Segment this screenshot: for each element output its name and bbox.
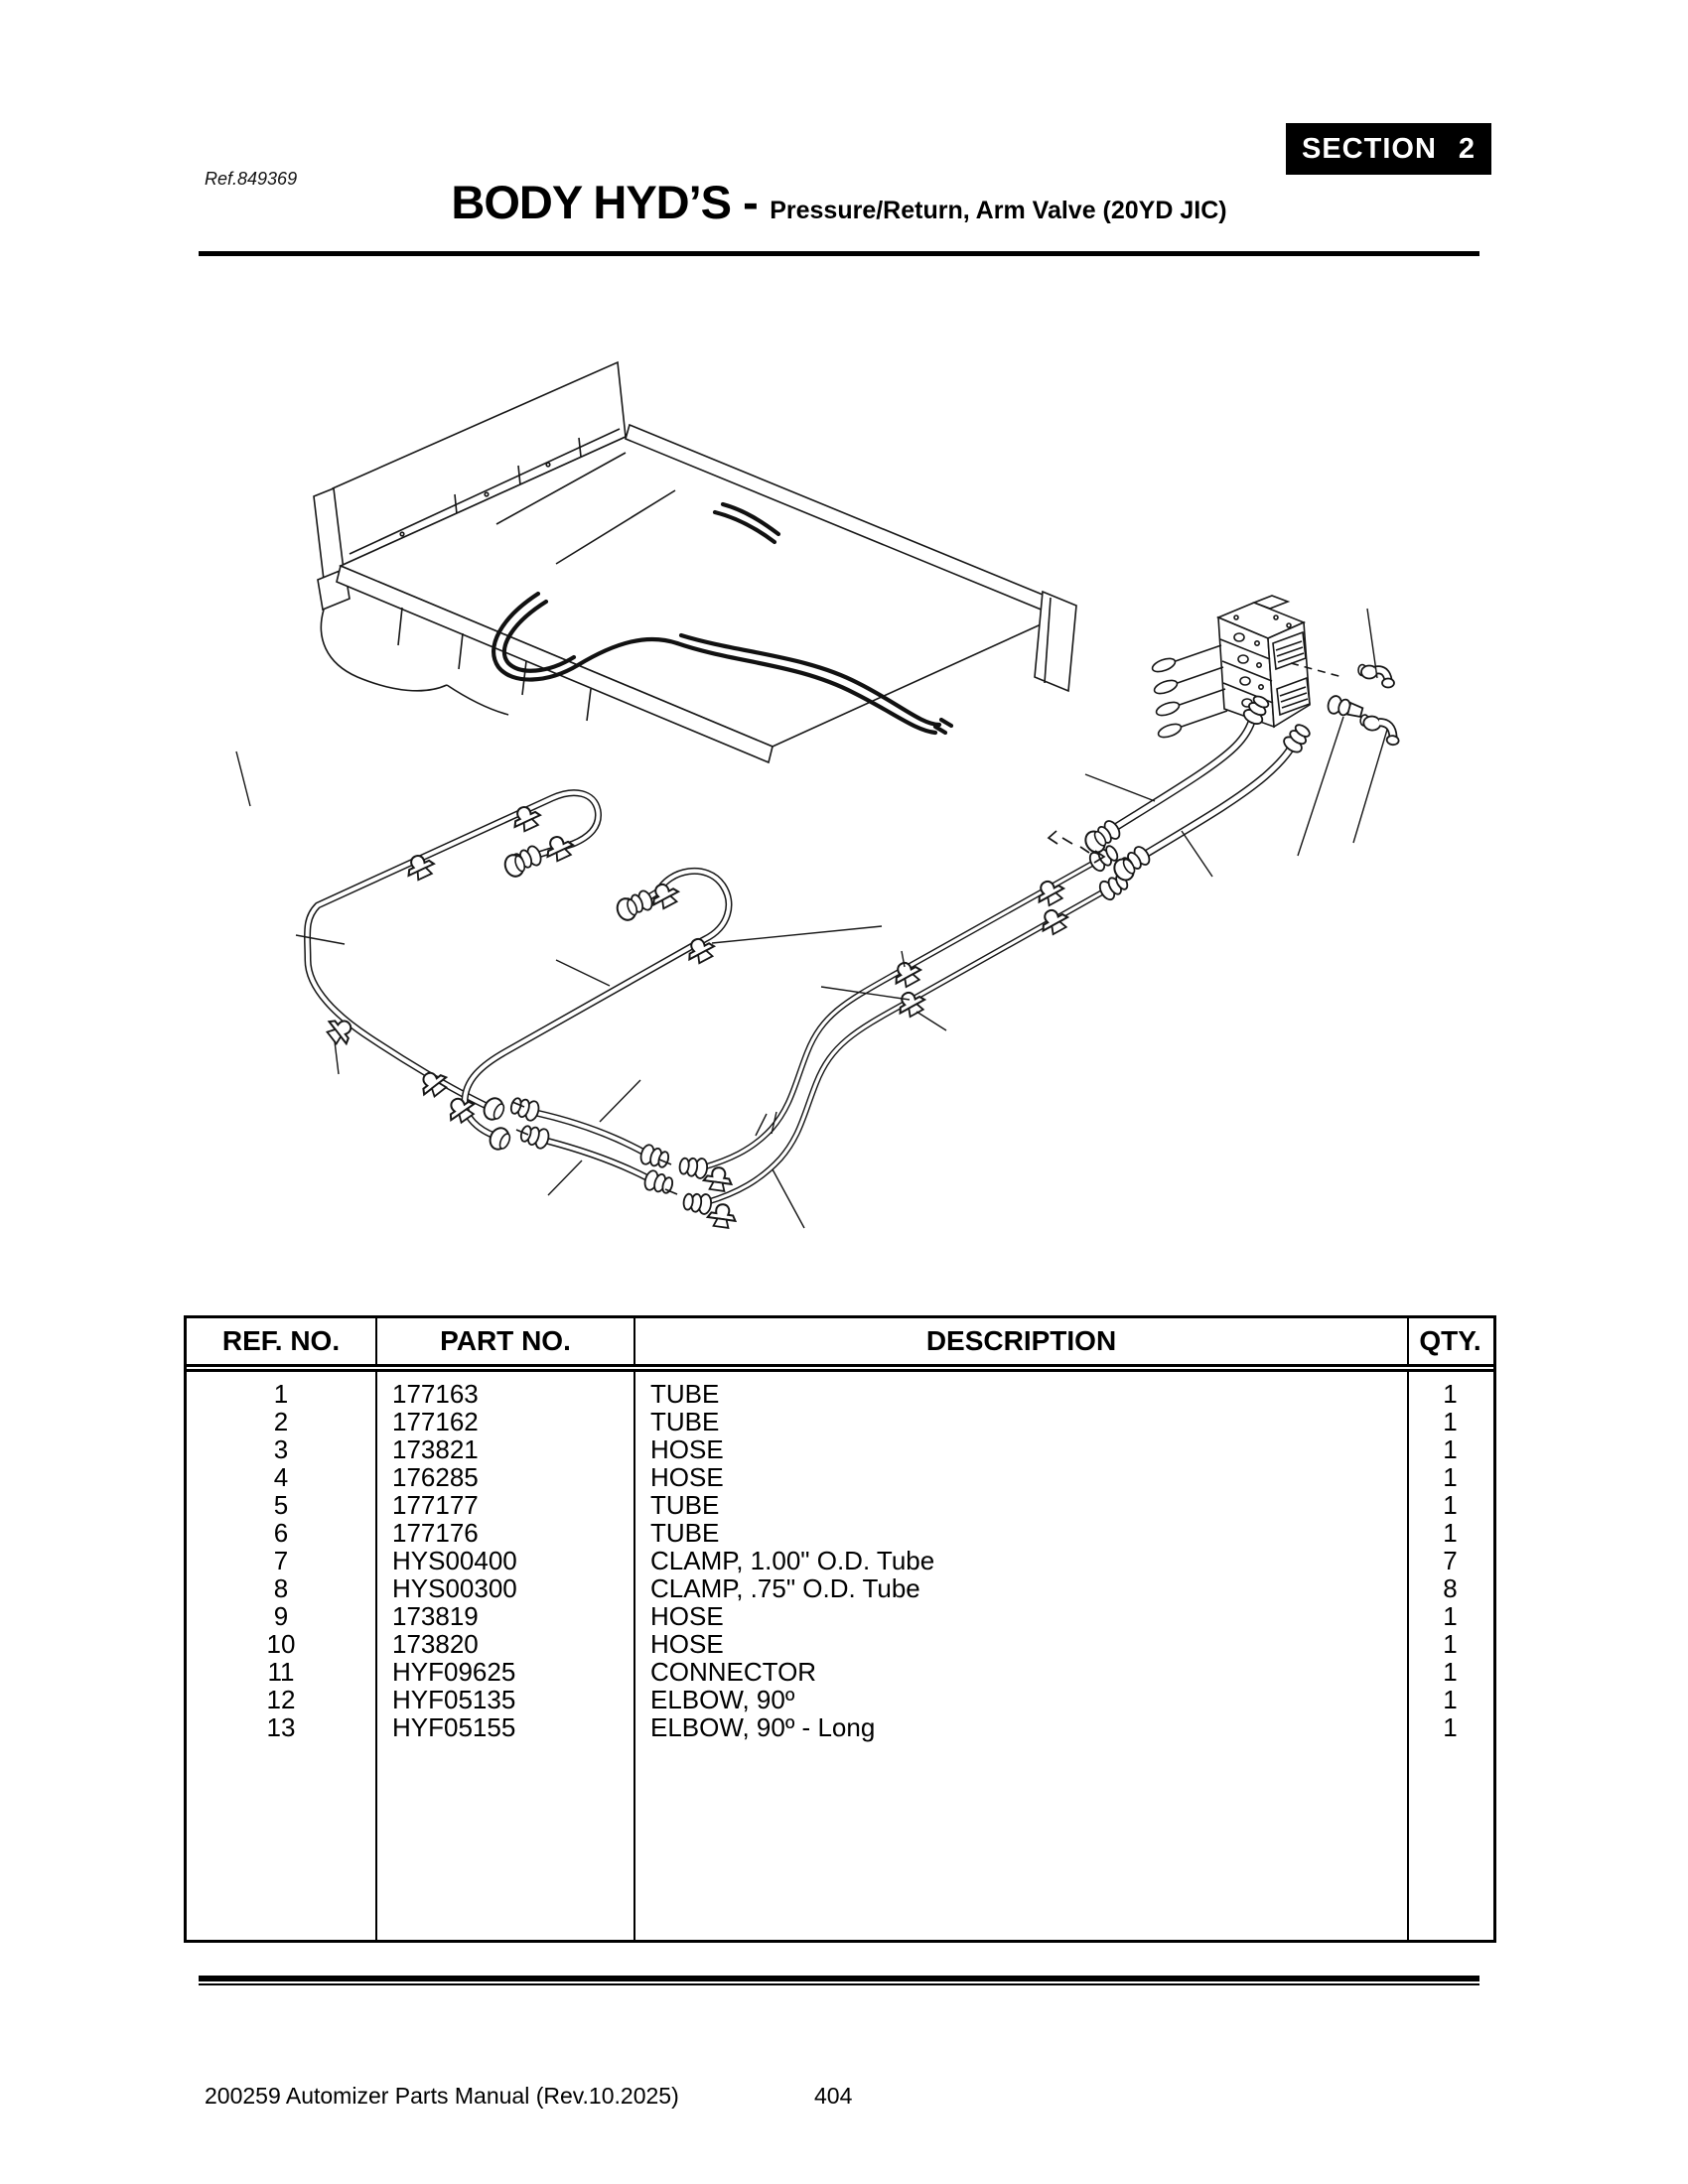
page-title: BODY HYD’S - Pressure/Return, Arm Valve … — [199, 175, 1479, 229]
part-cell: 173819 — [392, 1601, 479, 1631]
part-cell: 1 — [1443, 1629, 1458, 1659]
part-cell: 7 — [273, 1546, 289, 1575]
footer-rule — [199, 1976, 1479, 1985]
part-cell: ELBOW, 90º — [650, 1685, 795, 1714]
connector-fitting — [1327, 695, 1364, 719]
hose-pair-valve — [1104, 713, 1297, 863]
part-cell: 176285 — [392, 1462, 479, 1492]
part-cell: 1 — [1443, 1601, 1458, 1631]
part-cell: HOSE — [650, 1462, 724, 1492]
part-cell: 1 — [1443, 1462, 1458, 1492]
tube-pair-long — [700, 861, 1105, 1205]
parts-diagram-svg — [235, 360, 1400, 1230]
column-header-qty: QTY. — [1419, 1325, 1481, 1356]
part-cell: 5 — [273, 1490, 289, 1520]
leader-lines — [235, 608, 1388, 1229]
part-cell: 1 — [1443, 1685, 1458, 1714]
part-cell: 173820 — [392, 1629, 479, 1659]
part-cell: 8 — [273, 1573, 289, 1603]
body-hose-bundle — [492, 501, 954, 736]
part-cell: 3 — [273, 1434, 289, 1464]
part-cell: 177176 — [392, 1518, 479, 1548]
part-cell: TUBE — [650, 1518, 720, 1548]
part-cell: 1 — [1443, 1434, 1458, 1464]
column-header-ref-no: REF. NO. — [187, 1318, 377, 1364]
elbow-long-fitting — [1359, 714, 1400, 747]
truck-body-illustration — [313, 360, 1077, 764]
part-cell: HYS00400 — [392, 1546, 517, 1575]
part-cell: 8 — [1443, 1573, 1458, 1603]
part-cell: TUBE — [650, 1407, 720, 1436]
part-cell: HYF05135 — [392, 1685, 516, 1714]
part-cell: 9 — [273, 1601, 289, 1631]
elbow-fitting — [1357, 663, 1395, 689]
reference-number: Ref.849369 — [205, 169, 298, 189]
part-cell: CONNECTOR — [650, 1657, 817, 1687]
part-cell: HOSE — [650, 1629, 724, 1659]
part-cell: 1 — [1443, 1657, 1458, 1687]
part-cell: 1 — [1443, 1490, 1458, 1520]
part-cell: 177177 — [392, 1490, 479, 1520]
part-cell: 10 — [266, 1629, 296, 1659]
part-cell: HYF09625 — [392, 1657, 516, 1687]
part-cell: 11 — [267, 1657, 295, 1687]
section-badge-number: 2 — [1458, 132, 1476, 165]
tube-assembly-left — [303, 789, 602, 1111]
part-cell: 1 — [273, 1379, 289, 1409]
part-cell: 1 — [1443, 1712, 1458, 1742]
column-header-part-no: PART NO. — [377, 1318, 635, 1364]
tube-assembly-crook — [461, 867, 733, 1140]
part-cell: 6 — [273, 1518, 289, 1548]
part-cell: TUBE — [650, 1490, 720, 1520]
part-cell: 177163 — [392, 1379, 479, 1409]
page-title-sub: Pressure/Return, Arm Valve (20YD JIC) — [770, 197, 1227, 224]
alignment-marks — [511, 830, 1106, 1195]
part-cell: 177162 — [392, 1407, 479, 1436]
part-cell: 1 — [1443, 1407, 1458, 1436]
valve-levers — [1151, 644, 1228, 739]
part-cell: 7 — [1443, 1546, 1458, 1575]
part-cell: HOSE — [650, 1434, 724, 1464]
title-rule — [199, 251, 1479, 256]
footer-page-number: 404 — [814, 2083, 853, 2109]
part-cell: TUBE — [650, 1379, 720, 1409]
part-cell: ELBOW, 90º - Long — [650, 1712, 876, 1742]
part-cell: HYF05155 — [392, 1712, 516, 1742]
parts-table-header: REF. NO. PART NO. DESCRIPTION QTY. — [187, 1318, 1493, 1372]
part-cell: HYS00300 — [392, 1573, 517, 1603]
part-cell: 173821 — [392, 1434, 479, 1464]
part-cell: 4 — [273, 1462, 289, 1492]
parts-diagram — [199, 268, 1489, 1291]
section-badge-word: SECTION — [1302, 132, 1437, 165]
hose-pair-detached — [532, 1109, 652, 1182]
part-cell: 1 — [1443, 1518, 1458, 1548]
part-cell: 2 — [273, 1407, 289, 1436]
footer-manual-title: 200259 Automizer Parts Manual (Rev.10.20… — [205, 2083, 679, 2109]
section-badge: SECTION 2 — [1286, 123, 1491, 175]
page-title-main: BODY HYD’S - — [451, 176, 758, 228]
part-cell: HOSE — [650, 1601, 724, 1631]
part-cell: 13 — [266, 1712, 296, 1742]
part-cell: CLAMP, 1.00" O.D. Tube — [650, 1546, 935, 1575]
part-cell: CLAMP, .75" O.D. Tube — [650, 1573, 920, 1603]
part-cell: 1 — [1443, 1379, 1458, 1409]
part-cell: 12 — [266, 1685, 296, 1714]
column-header-description: DESCRIPTION — [635, 1318, 1409, 1364]
